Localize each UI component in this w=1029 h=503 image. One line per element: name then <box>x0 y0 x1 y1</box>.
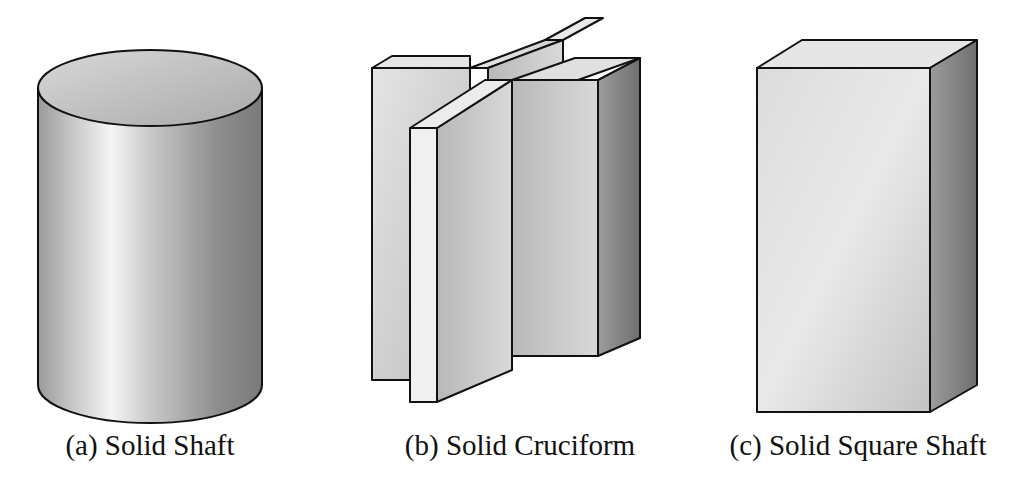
caption-label: (b) Solid Cruciform <box>405 430 635 462</box>
caption-label: (c) Solid Square Shaft <box>730 430 987 462</box>
caption-label: (a) Solid Shaft <box>65 430 234 462</box>
